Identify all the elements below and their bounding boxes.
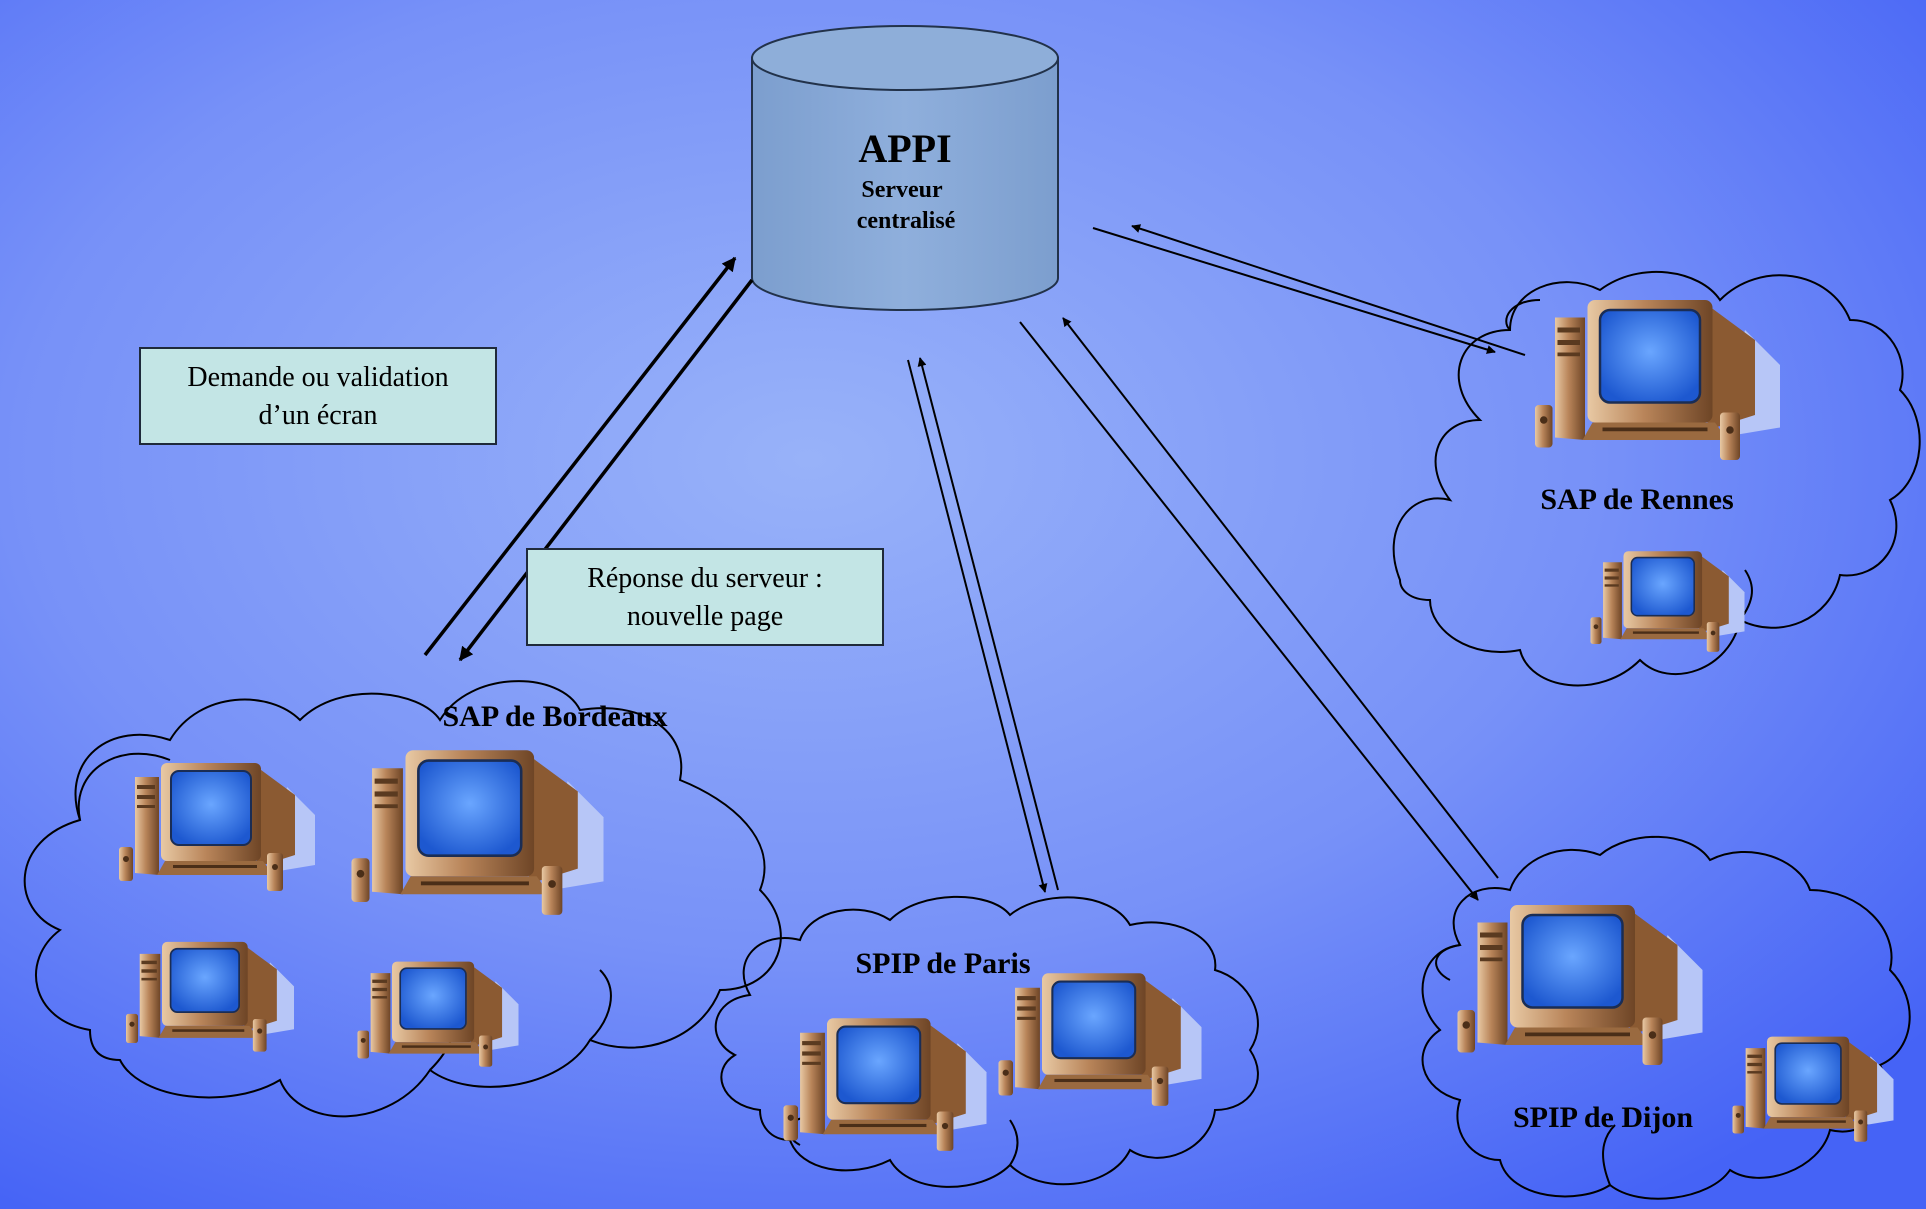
response-note-line1: Réponse du serveur :	[587, 563, 823, 594]
paris-request-arrow	[917, 357, 1059, 891]
server-subtitle-line2: centralisé	[857, 208, 956, 234]
database-cylinder-icon: APPI Serveur centralisé	[751, 25, 1059, 311]
bordeaux-response-arrow	[458, 278, 754, 662]
rennes-request-arrow	[1131, 224, 1526, 356]
bordeaux-request-arrow	[423, 256, 737, 657]
paris-response-arrow	[907, 359, 1048, 893]
dijon-request-arrow	[1062, 317, 1499, 879]
dijon-network-cloud	[1421, 835, 1911, 1200]
request-note-line2: d’un écran	[258, 400, 378, 431]
server-title: APPI	[858, 126, 951, 171]
server-subtitle-line1: Serveur	[861, 177, 943, 203]
rennes-response-arrow	[1092, 227, 1496, 354]
connection-arrows	[423, 224, 1526, 901]
request-note-line1: Demande ou validation	[187, 362, 449, 393]
request-note-box: Demande ou validation d’un écran	[139, 347, 497, 445]
site-label-dijon: SPIP de Dijon	[1513, 1101, 1693, 1134]
site-label-rennes: SAP de Rennes	[1540, 483, 1733, 516]
response-note-box: Réponse du serveur : nouvelle page	[526, 548, 884, 646]
site-label-paris: SPIP de Paris	[855, 947, 1030, 980]
response-note-line2: nouvelle page	[626, 601, 784, 632]
site-label-bordeaux: SAP de Bordeaux	[442, 700, 667, 733]
dijon-response-arrow	[1019, 321, 1479, 901]
